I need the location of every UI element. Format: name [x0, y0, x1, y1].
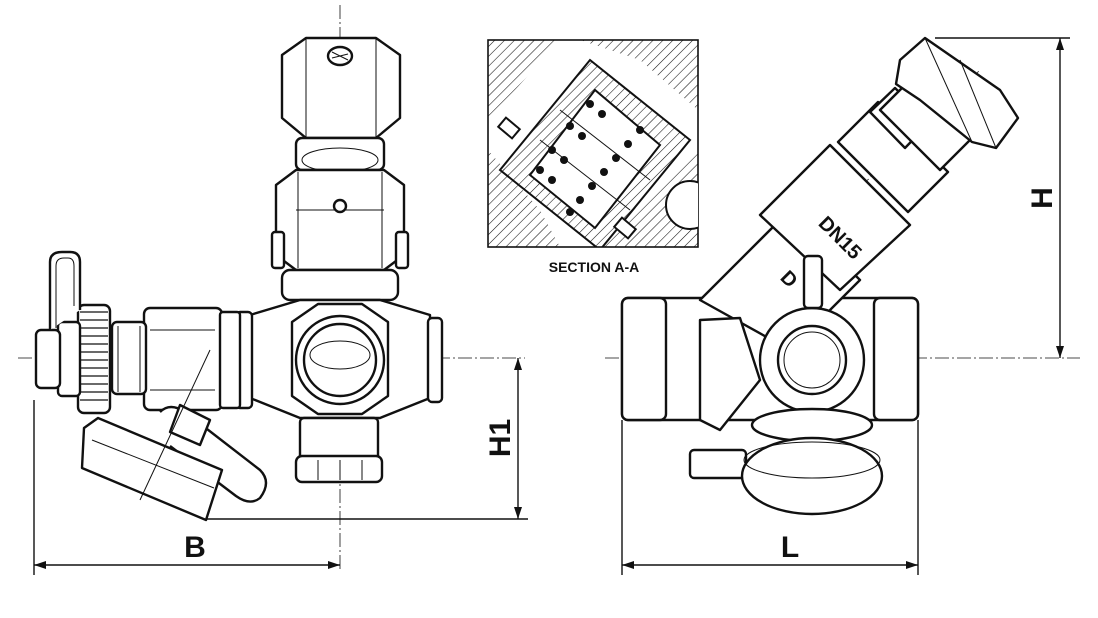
dimension-h1: H1 — [206, 358, 528, 520]
left-pipe-end — [620, 296, 668, 422]
side-port — [776, 324, 848, 396]
dimension-b-label: B — [184, 531, 206, 564]
dimension-h-label: H — [1026, 187, 1059, 209]
drain-cap — [740, 436, 884, 516]
set-screw — [332, 198, 348, 214]
section-a-a-inset: SECTION A-A — [487, 39, 699, 275]
bonnet-neck — [294, 136, 386, 172]
front-view — [18, 5, 525, 570]
dimension-b: B — [33, 400, 340, 575]
retaining-strap — [48, 250, 82, 330]
side-view: DN15 D — [605, 36, 1080, 516]
section-label: SECTION A-A — [549, 259, 639, 275]
test-point-body — [142, 306, 224, 412]
knurled-knob — [76, 303, 112, 415]
angled-neck — [836, 100, 950, 214]
drain-handle — [802, 254, 824, 310]
dimension-h: H — [935, 37, 1070, 358]
dimension-l: L — [621, 420, 919, 575]
bonnet-nut — [274, 168, 406, 272]
right-pipe-end — [872, 296, 920, 422]
body-top-collar — [280, 268, 400, 302]
inlet-flange — [698, 316, 762, 432]
dimension-l-label: L — [781, 531, 799, 564]
top-hex-cap — [280, 36, 402, 140]
test-point-cap — [34, 328, 62, 390]
dust-cap — [80, 416, 224, 522]
dimension-h1-label: H1 — [484, 419, 517, 457]
test-point-nut — [110, 320, 148, 396]
drain-stub — [688, 448, 748, 480]
